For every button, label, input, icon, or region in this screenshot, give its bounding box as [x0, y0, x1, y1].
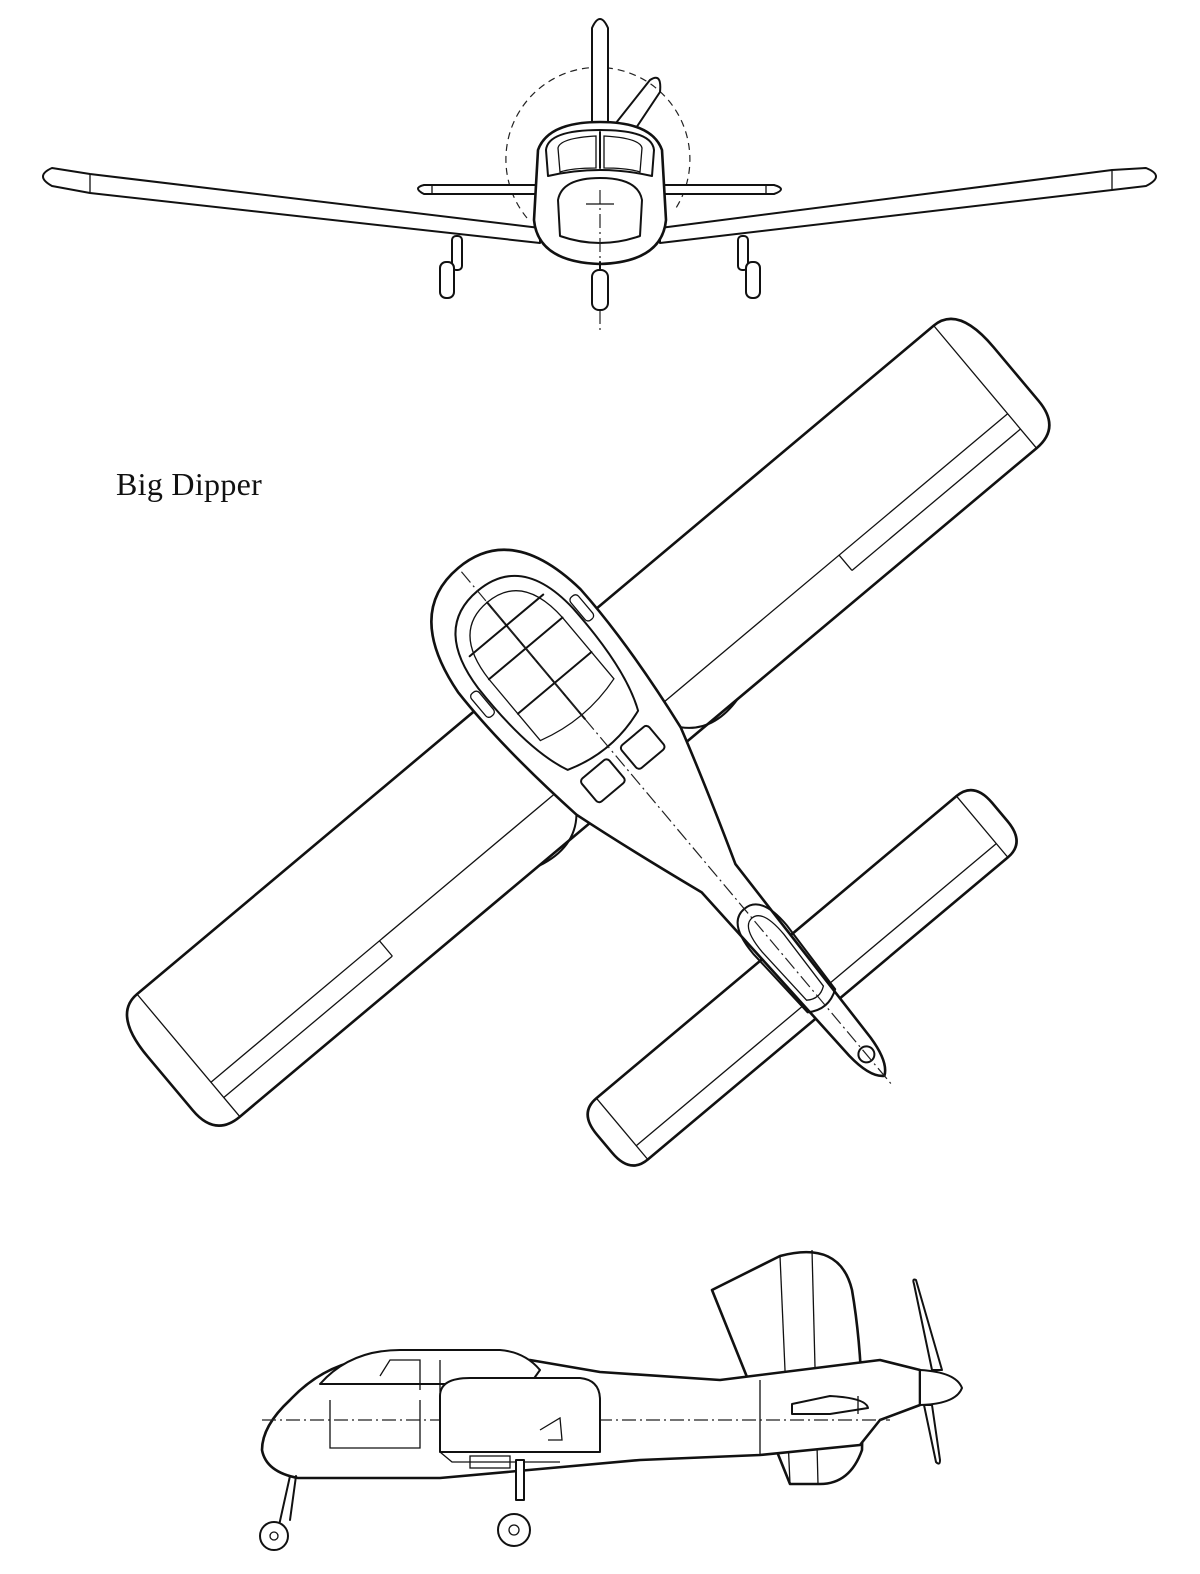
side-view [259, 1249, 963, 1551]
plan-view [125, 317, 1051, 1167]
figure-title: Big Dipper [116, 466, 263, 502]
front-view [42, 18, 1157, 330]
